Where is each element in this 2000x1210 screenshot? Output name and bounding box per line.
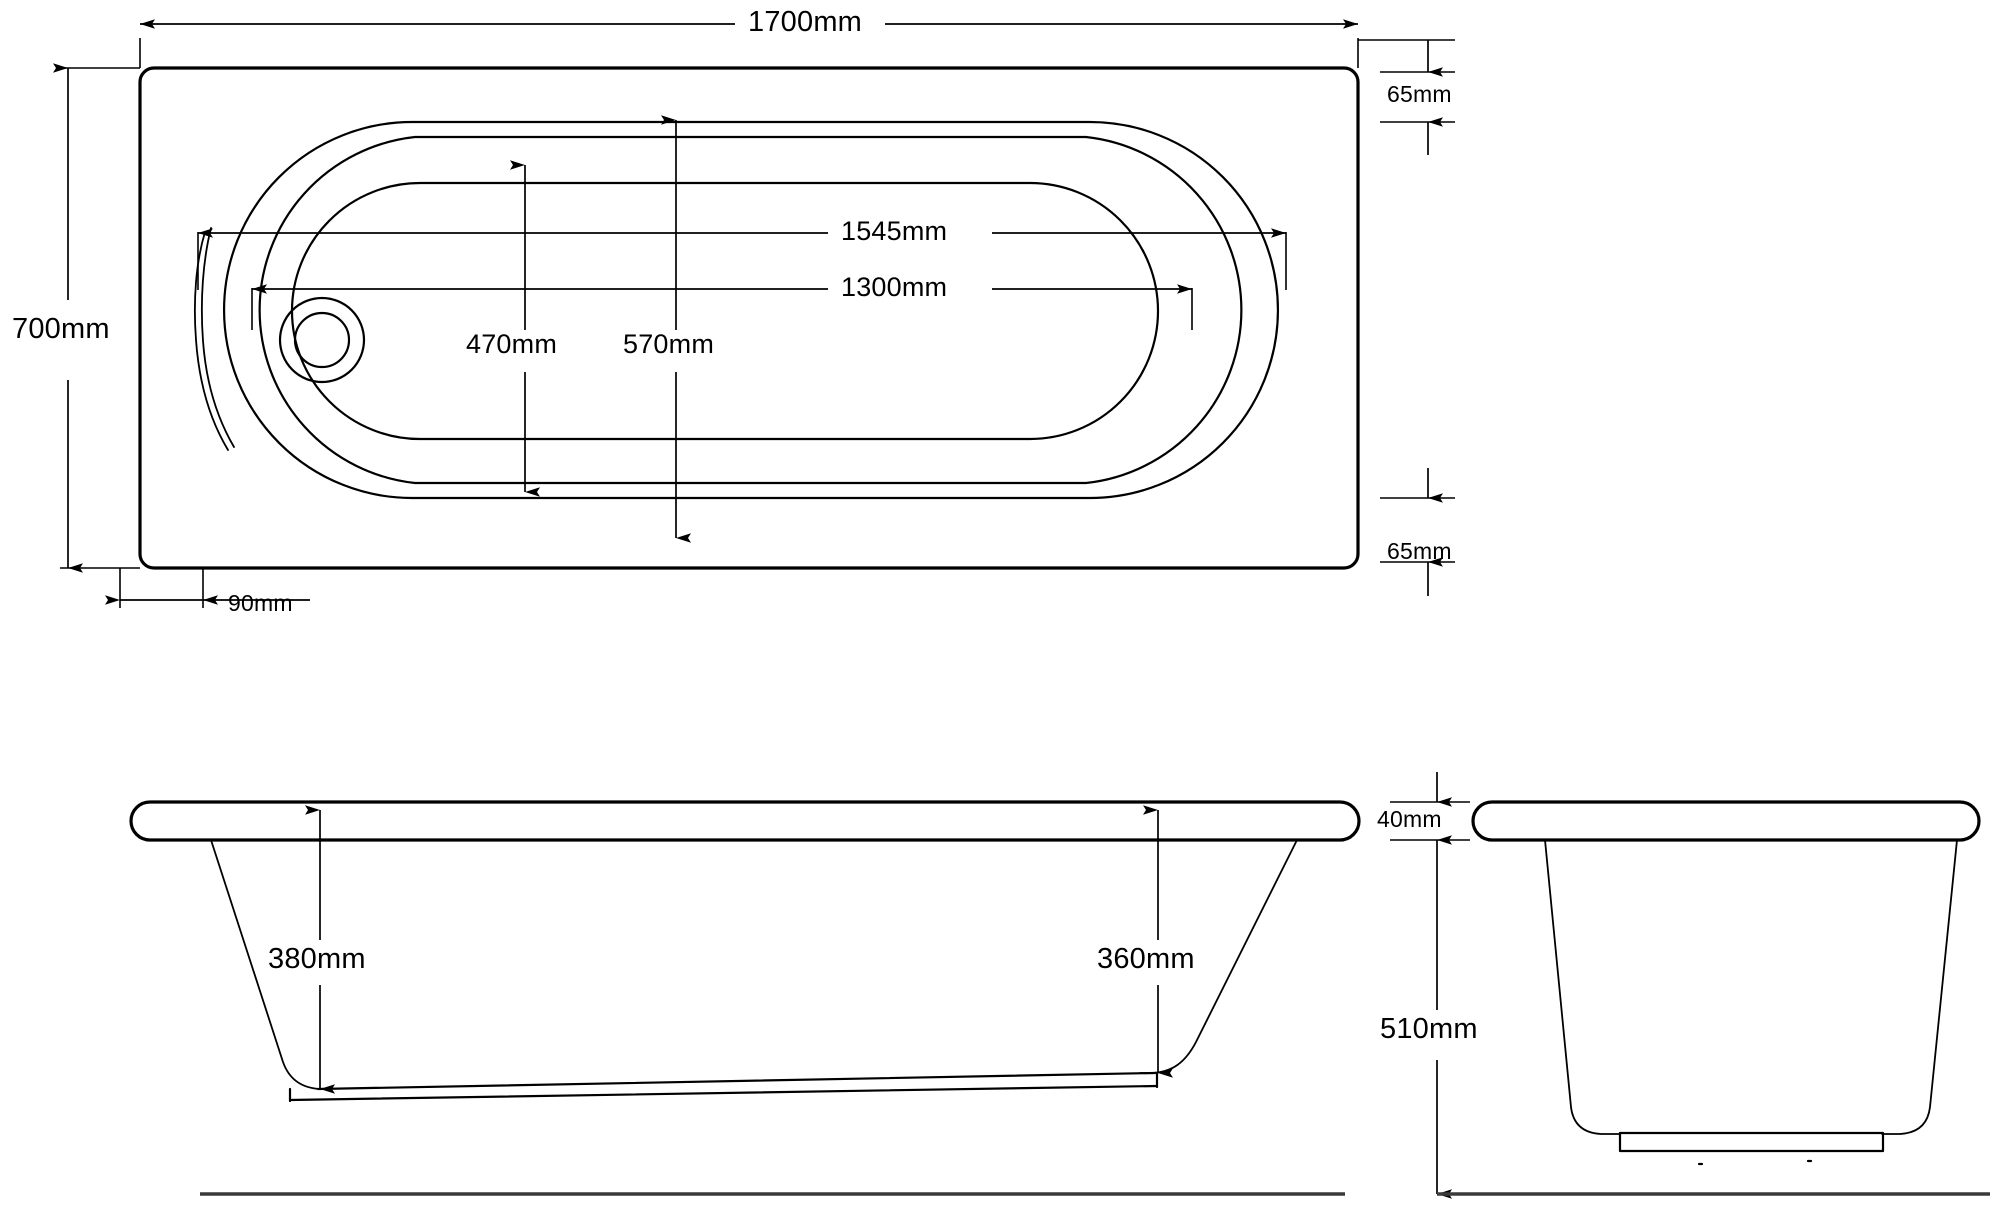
- plan-rim-inner-contour: [222, 120, 1280, 500]
- dim-label-inner-rim-width: 570mm: [623, 329, 715, 359]
- side-rim-slab: [129, 800, 1361, 842]
- plan-rim-second-contour: [258, 135, 1243, 485]
- end-rim-slab: [1471, 800, 1981, 842]
- dim-label-overall-height: 510mm: [1380, 1013, 1478, 1045]
- plan-head-end-slope: [193, 231, 229, 451]
- dim-label-depth-foot-end: 360mm: [1097, 943, 1195, 975]
- end-right-wall: [1881, 839, 1958, 1135]
- dim-label-bathing-well-width: 470mm: [466, 329, 558, 359]
- side-elevation-group: [129, 800, 1361, 1196]
- dim-label-rim-bottom: 65mm: [1387, 538, 1452, 564]
- plan-head-end-slope-inner: [200, 227, 235, 448]
- plan-bathing-well-contour: [290, 181, 1160, 441]
- dim-label-rim-top: 65mm: [1387, 81, 1452, 107]
- dim-label-end-offset: 90mm: [228, 590, 293, 616]
- waste-outlet-inner-ring: [293, 311, 351, 369]
- end-base-plate: [1618, 1131, 1885, 1153]
- end-left-wall: [1544, 839, 1621, 1135]
- side-bath-underside: [288, 1084, 1159, 1102]
- dim-label-overall-width: 700mm: [12, 313, 110, 345]
- dim-label-inner-rim-length: 1545mm: [841, 216, 948, 246]
- dim-label-overall-length: 1700mm: [748, 6, 863, 38]
- plan-outer-rim: [138, 66, 1360, 570]
- waste-outlet-outer-ring: [278, 296, 366, 384]
- dim-label-depth-head-end: 380mm: [268, 943, 366, 975]
- end-elevation-group: [1390, 772, 1990, 1199]
- plan-view-group: [53, 19, 1455, 608]
- side-bath-floor: [316, 1071, 1157, 1091]
- dim-label-bathing-well-length: 1300mm: [841, 272, 948, 302]
- dim-label-rim-thickness: 40mm: [1377, 806, 1442, 832]
